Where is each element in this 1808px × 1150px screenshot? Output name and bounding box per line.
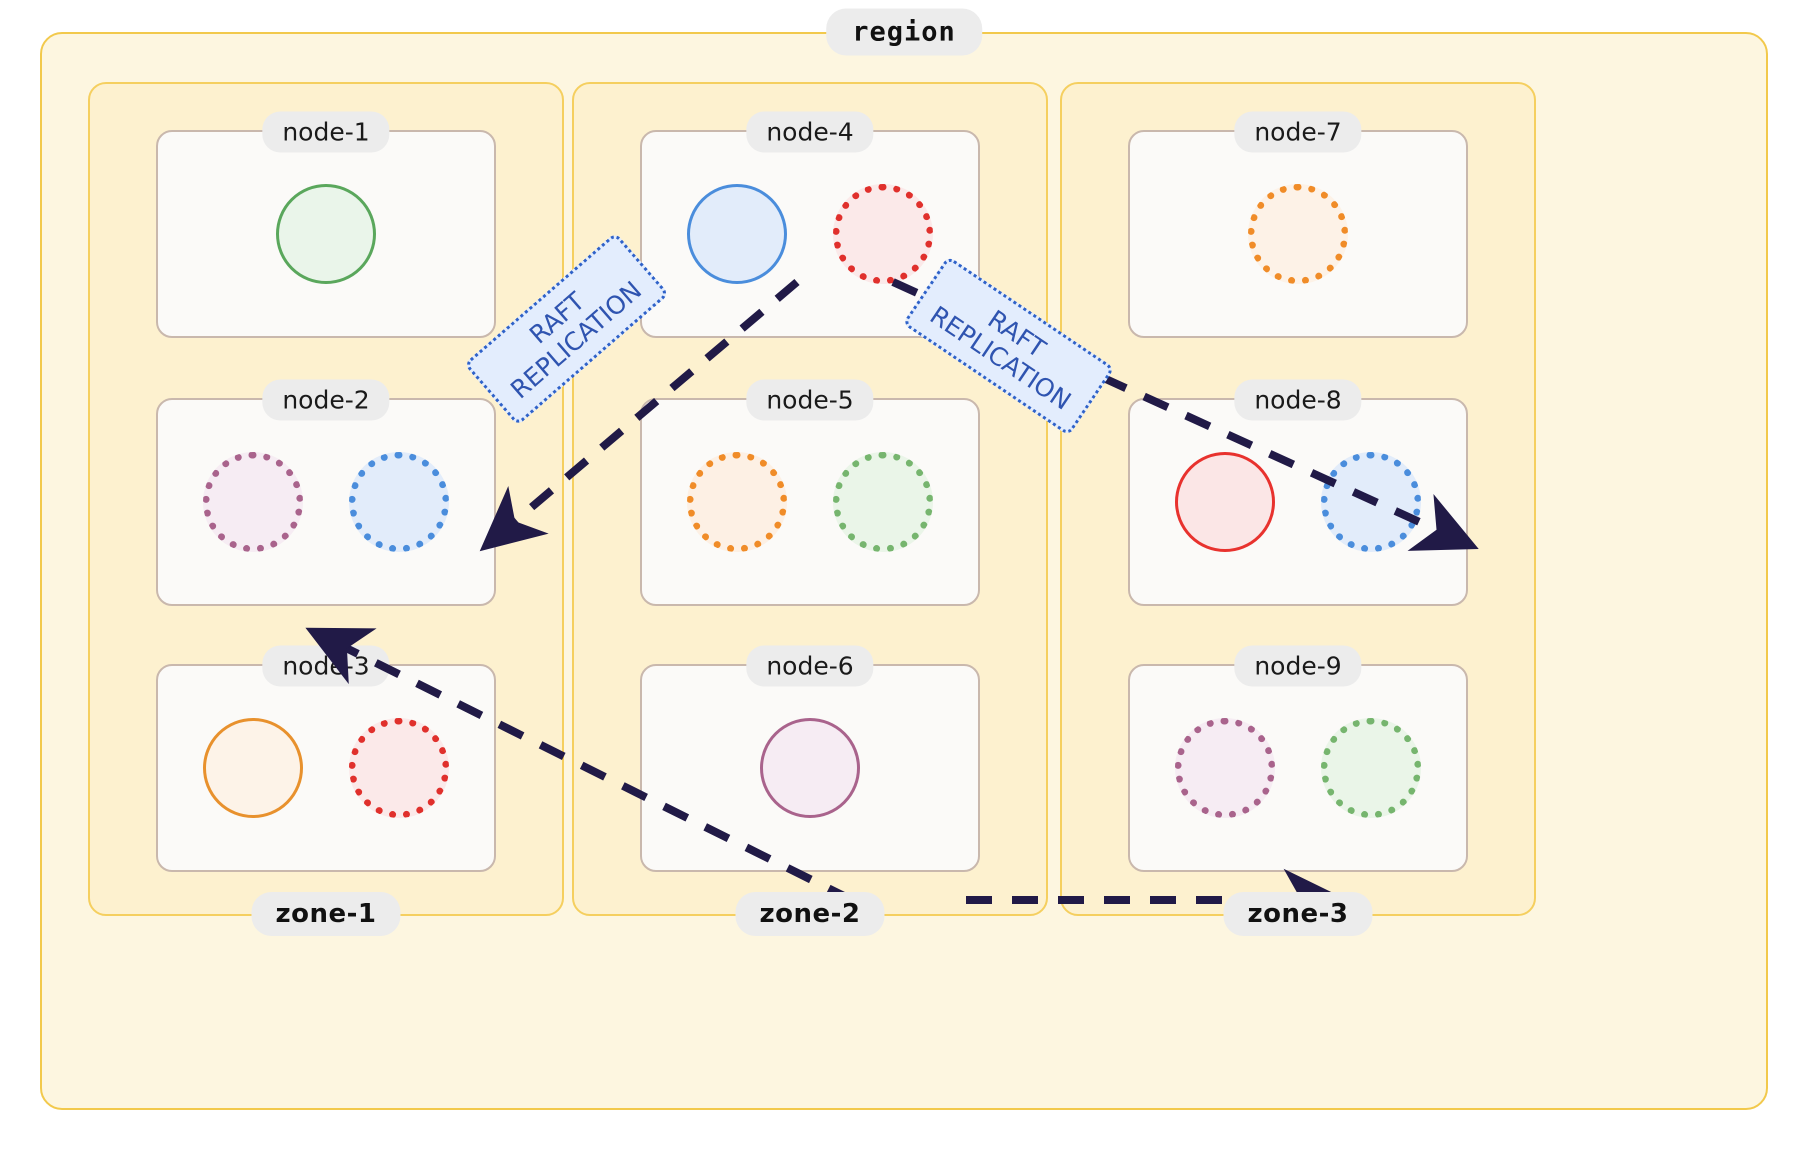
node-box-node-5: node-5 xyxy=(640,379,980,606)
zone-label-zone-3: zone-3 xyxy=(1223,892,1373,936)
node-label-node-8: node-8 xyxy=(1234,379,1362,421)
node-box-node-8: node-8 xyxy=(1128,379,1468,606)
replica-orange-follower xyxy=(687,452,787,552)
replica-purple-leader xyxy=(760,718,860,818)
replica-green-follower xyxy=(833,452,933,552)
replica-purple-follower xyxy=(203,452,303,552)
node-label-node-3: node-3 xyxy=(262,645,390,687)
node-replicas-node-8 xyxy=(1130,400,1466,604)
node-box-node-3: node-3 xyxy=(156,645,496,872)
node-box-node-7: node-7 xyxy=(1128,111,1468,338)
replica-red-leader xyxy=(1175,452,1275,552)
region-label: region xyxy=(826,8,982,56)
node-label-node-4: node-4 xyxy=(746,111,874,153)
replica-blue-follower xyxy=(1321,452,1421,552)
node-label-node-2: node-2 xyxy=(262,379,390,421)
node-replicas-node-4 xyxy=(642,132,978,336)
replica-purple-follower xyxy=(1175,718,1275,818)
node-label-node-1: node-1 xyxy=(262,111,390,153)
node-replicas-node-1 xyxy=(158,132,494,336)
node-label-node-5: node-5 xyxy=(746,379,874,421)
zone-label-zone-2: zone-2 xyxy=(735,892,885,936)
node-replicas-node-6 xyxy=(642,666,978,870)
zone-label-zone-1: zone-1 xyxy=(251,892,401,936)
replica-green-leader xyxy=(276,184,376,284)
node-label-node-7: node-7 xyxy=(1234,111,1362,153)
node-box-node-1: node-1 xyxy=(156,111,496,338)
replica-red-follower xyxy=(833,184,933,284)
node-replicas-node-7 xyxy=(1130,132,1466,336)
replica-orange-follower xyxy=(1248,184,1348,284)
zone-container-zone-2: zone-2 node-4 node-5 node-6 xyxy=(572,82,1048,936)
node-label-node-9: node-9 xyxy=(1234,645,1362,687)
replica-red-follower xyxy=(349,718,449,818)
node-box-node-9: node-9 xyxy=(1128,645,1468,872)
replica-green-follower xyxy=(1321,718,1421,818)
node-replicas-node-2 xyxy=(158,400,494,604)
node-replicas-node-9 xyxy=(1130,666,1466,870)
zone-container-zone-1: zone-1 node-1 node-2 node-3 xyxy=(88,82,564,936)
zone-container-zone-3: zone-3 node-7 node-8 node-9 xyxy=(1060,82,1536,936)
node-box-node-2: node-2 xyxy=(156,379,496,606)
replica-blue-leader xyxy=(687,184,787,284)
node-label-node-6: node-6 xyxy=(746,645,874,687)
node-replicas-node-5 xyxy=(642,400,978,604)
replica-blue-follower xyxy=(349,452,449,552)
node-box-node-6: node-6 xyxy=(640,645,980,872)
node-replicas-node-3 xyxy=(158,666,494,870)
replica-orange-leader xyxy=(203,718,303,818)
